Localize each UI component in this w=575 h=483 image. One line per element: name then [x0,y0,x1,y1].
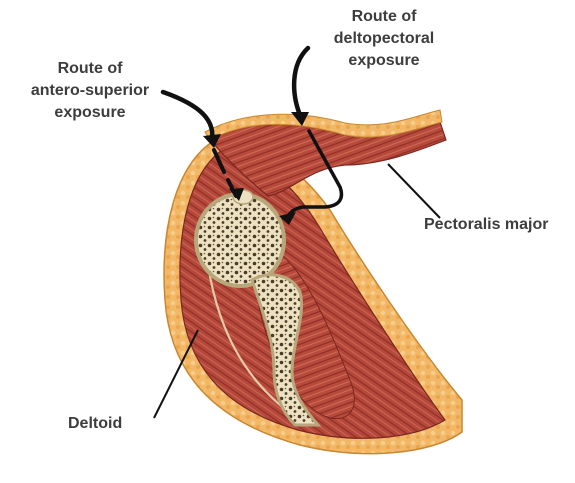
deltopectoral-route-label: Route of deltopectoral exposure [314,6,454,72]
deltopectoral-route-arrow [294,48,308,115]
deltoid-label: Deltoid [68,413,168,435]
pectoralis-major-label: Pectoralis major [424,214,574,236]
deltopectoral-label-line1: Route of [314,6,454,28]
deltopectoral-label-line3: exposure [314,50,454,72]
humeral-head-bone [196,194,284,286]
antero-superior-route-label: Route of antero-superior exposure [20,58,160,124]
pectoralis-leader-line [388,164,440,218]
anatomy-illustration [164,110,462,454]
antero-superior-label-line3: exposure [20,102,160,124]
antero-superior-label-line1: Route of [20,58,160,80]
deltopectoral-label-line2: deltopectoral [314,28,454,50]
antero-superior-label-line2: antero-superior [20,80,160,102]
